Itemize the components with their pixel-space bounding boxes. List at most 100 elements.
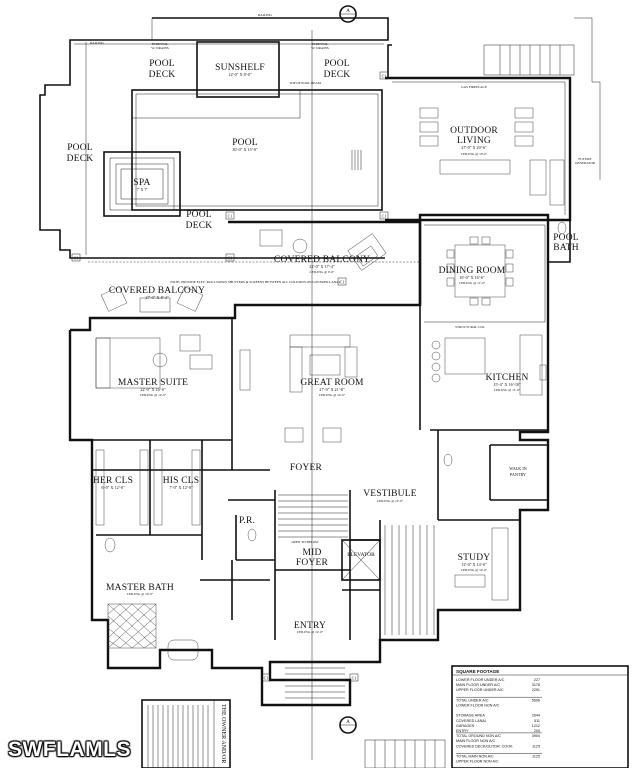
room-dining: DINING ROOM [439, 266, 506, 276]
pool [131, 89, 383, 211]
sqft-label: LOWER FLOOR UNDER A/C [456, 678, 505, 682]
sqft-value: 3904 [532, 734, 540, 738]
pool-deck-outline [39, 17, 392, 259]
room-foyer: FOYER [290, 463, 323, 473]
room-master-bath: MASTER BATH [106, 583, 174, 593]
svg-text:DECK: DECK [324, 70, 351, 80]
svg-text:DECK: DECK [149, 70, 176, 80]
svg-text:CEILING @ 12'-0": CEILING @ 12'-0" [297, 630, 324, 634]
sqft-value: 2291 [532, 688, 540, 692]
svg-text:CEILING @ 14'-0": CEILING @ 14'-0" [319, 393, 346, 397]
stairs [278, 494, 435, 699]
sqft-label: MAIN FLOOR UNDER A/C [456, 683, 500, 687]
master-furniture [95, 334, 213, 389]
sqft-value: 1125 [532, 744, 540, 748]
svg-text:22'-0" X 17'-4": 22'-0" X 17'-4" [309, 264, 335, 269]
sqft-label: COVERED DECK/OUTDR. COOK [456, 744, 513, 748]
room-his-cls: HIS CLS [163, 476, 200, 486]
svg-text:FUTURE: FUTURE [578, 157, 591, 161]
svg-text:CEILING @ 12'-0": CEILING @ 12'-0" [377, 499, 404, 503]
sqft-value: 3178 [532, 683, 540, 687]
room-entry: ENTRY [294, 621, 326, 631]
room-spa: SPA [133, 178, 150, 188]
room-pool-bath: POOL [553, 233, 579, 243]
svg-text:CEILING @ 10'-0": CEILING @ 10'-0" [461, 152, 488, 156]
section-marker-bottom: A [339, 716, 357, 734]
svg-text:30'-0" X 15'-0": 30'-0" X 15'-0" [232, 147, 258, 152]
sqft-label: COVERED LANAI [456, 719, 486, 723]
sqft-label: GARAGES [456, 724, 475, 728]
sqft-value: 227 [534, 678, 540, 682]
svg-text:C1: C1 [228, 214, 233, 219]
sqft-label: TOTAL GROUND NON A/C [456, 734, 501, 738]
sqft-value: 200 [534, 729, 540, 733]
sqft-label: UPPER FLOOR UNDER A/C [456, 688, 504, 692]
sqft-label: MAIN FLOOR NON A/C [456, 739, 495, 743]
closet-furniture [95, 449, 201, 526]
room-pool-deck-nw: POOL [149, 59, 175, 69]
svg-text:STRUCTURAL COL: STRUCTURAL COL [455, 325, 485, 329]
title-block: THE OWNER AND/OR [141, 699, 446, 768]
room-covered-balcony-2: COVERED BALCONY [109, 286, 205, 296]
svg-text:TOP OF POOL BEAM: TOP OF POOL BEAM [289, 81, 321, 85]
svg-text:7' X 7': 7' X 7' [137, 187, 148, 192]
room-pool: POOL [232, 138, 258, 148]
svg-text:C1: C1 [264, 676, 269, 681]
room-great-room: GREAT ROOM [300, 378, 364, 388]
svg-text:RAILING: RAILING [90, 41, 104, 45]
svg-text:RAILING: RAILING [258, 13, 272, 17]
sqft-value: 1125 [532, 755, 540, 759]
sqft-label: TOTAL MAIN NON A/C [456, 755, 494, 759]
room-outdoor-living: OUTDOOR [450, 126, 498, 136]
watermark-logo: SWFLAMLS [8, 738, 131, 761]
svg-text:C1: C1 [382, 214, 387, 219]
svg-text:6'-0" X 12'-0": 6'-0" X 12'-0" [101, 485, 125, 490]
room-mid-foyer: MID [302, 548, 321, 558]
svg-text:GENERATOR: GENERATOR [575, 161, 596, 165]
svg-text:15'-4" X 16'-10": 15'-4" X 16'-10" [493, 382, 521, 387]
svg-text:PEDESTAL: PEDESTAL [152, 42, 169, 46]
svg-text:A: A [346, 9, 350, 14]
balcony-furniture [100, 229, 387, 313]
sqft-value: 5696 [532, 698, 540, 702]
svg-text:PEDESTAL: PEDESTAL [312, 42, 329, 46]
sqft-value: 511 [534, 719, 540, 723]
svg-text:W/ DRAINS: W/ DRAINS [151, 46, 169, 50]
dining-furniture [446, 236, 514, 306]
sunshelf-box [196, 41, 280, 98]
svg-text:OPEN TO BELOW: OPEN TO BELOW [292, 540, 320, 544]
svg-text:A: A [346, 720, 350, 725]
svg-text:27'-0" X 21'-8": 27'-0" X 21'-8" [319, 387, 345, 392]
svg-text:CEILING @ 9'-0": CEILING @ 9'-0" [310, 270, 336, 274]
sqft-label: UPPER FLOOR NON A/C [456, 760, 499, 764]
section-marker-top: A [339, 5, 357, 23]
sqft-label: STORAGE AREA [456, 714, 485, 718]
svg-text:CEILING @ 11'-0": CEILING @ 11'-0" [459, 281, 486, 285]
room-master-suite: MASTER SUITE [118, 378, 188, 388]
room-pool-deck-s: POOL [186, 210, 212, 220]
kitchen-furniture [431, 334, 547, 396]
sqft-label: TOTAL UNDER A/C [456, 698, 489, 702]
svg-text:DECK: DECK [67, 154, 94, 164]
svg-text:16'-0" X 16'-0": 16'-0" X 16'-0" [459, 275, 485, 280]
svg-text:CEILING @ 12'-0": CEILING @ 12'-0" [140, 393, 167, 397]
room-vestibule: VESTIBULE [363, 489, 417, 499]
room-pool-deck-ne: POOL [324, 59, 350, 69]
plan-notes: RAILING RAILING PEDESTAL W/ DRAINS PEDES… [71, 13, 596, 682]
study-furniture [454, 527, 509, 601]
svg-text:FOYER: FOYER [296, 558, 329, 568]
svg-text:C1: C1 [340, 280, 345, 285]
svg-text:PANTRY: PANTRY [510, 472, 526, 477]
svg-text:NOTE: PROVIDE ELEC. ROLL DOWN: NOTE: PROVIDE ELEC. ROLL DOWN SHUTTERS &… [170, 280, 340, 284]
room-walk-in-pantry: WALK IN [509, 466, 527, 471]
sqft-label: LOWER FLOOR NON A/C [456, 704, 500, 708]
owner-note: THE OWNER AND/OR [220, 704, 226, 763]
svg-text:22'-0" X 16'-0": 22'-0" X 16'-0" [140, 387, 166, 392]
svg-text:7'-0" X 12'-0": 7'-0" X 12'-0" [169, 485, 193, 490]
room-covered-balcony-1: COVERED BALCONY [274, 255, 370, 265]
svg-text:DECK: DECK [186, 221, 213, 231]
outdoor-living-furniture [419, 107, 565, 206]
sqft-label: ENTRY [456, 729, 469, 733]
spa [103, 151, 181, 217]
